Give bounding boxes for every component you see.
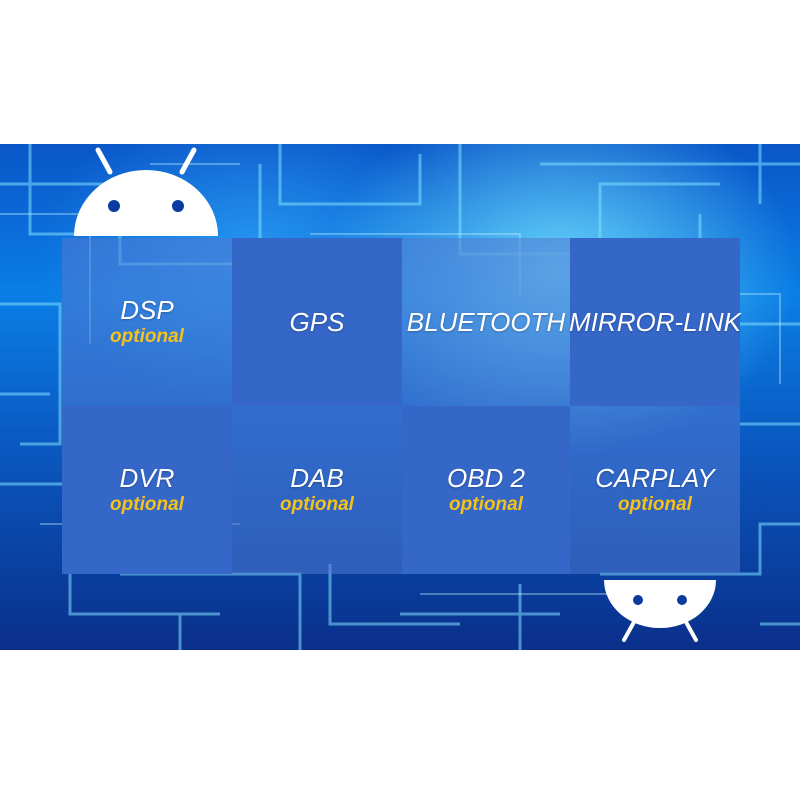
feature-tile-gps: GPS	[232, 238, 402, 406]
feature-label: OBD 2	[446, 463, 526, 493]
feature-label: DVR	[119, 463, 175, 493]
feature-tile-dvr: DVR optional	[62, 406, 232, 574]
feature-label: CARPLAY	[595, 463, 715, 493]
feature-tile-carplay: CARPLAY optional	[570, 406, 740, 574]
feature-optional-note: optional	[618, 494, 692, 515]
feature-tile-obd2: OBD 2 optional	[402, 406, 570, 574]
feature-tile-mirror-link: MIRROR-LINK	[569, 238, 741, 406]
feature-optional-note: optional	[449, 494, 523, 515]
feature-tile-dab: DAB optional	[232, 406, 402, 574]
feature-label: MIRROR-LINK	[569, 307, 741, 337]
feature-optional-note: optional	[110, 494, 184, 515]
feature-label: GPS	[289, 307, 345, 337]
android-robot-icon	[74, 147, 218, 236]
feature-label: DSP	[120, 295, 174, 325]
feature-optional-note: optional	[280, 494, 354, 515]
android-robot-icon-flipped	[604, 580, 716, 642]
feature-tile-dsp: DSP optional	[62, 238, 232, 406]
feature-label: BLUETOOTH	[406, 307, 566, 337]
feature-optional-note: optional	[110, 326, 184, 347]
feature-tile-bluetooth: BLUETOOTH	[402, 238, 570, 406]
feature-label: DAB	[290, 463, 344, 493]
